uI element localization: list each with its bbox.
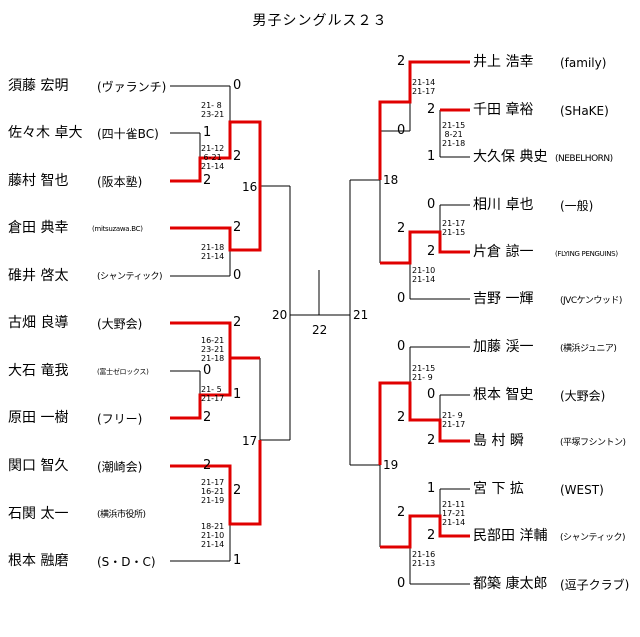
right-player-club: (FLYING PENGUINS) — [555, 250, 618, 258]
game-scores: 21- 8 23-21 — [201, 101, 225, 119]
match-number: 21 — [353, 308, 369, 322]
match-score: 0 — [397, 576, 406, 591]
right-player-name: 加藤 渓一 — [473, 339, 534, 355]
game-scores: 18-21 21-10 21-14 — [201, 522, 225, 549]
right-player-name: 都築 康太郎 — [473, 576, 548, 592]
match-score: 2 — [203, 173, 212, 188]
left-player-club: (S・D・C) — [97, 555, 156, 569]
match-score: 2 — [203, 410, 212, 425]
left-player-club: (大野会) — [97, 317, 143, 331]
right-player-club: (横浜ジュニア) — [560, 344, 617, 354]
match-score: 1 — [203, 125, 212, 140]
game-scores: 21- 9 21-17 — [442, 411, 466, 429]
left-player-club: (阪本塾) — [97, 175, 143, 189]
match-score: 2 — [427, 102, 436, 117]
right-player-club: (WEST) — [560, 483, 604, 497]
game-scores: 21-17 16-21 21-19 — [201, 478, 225, 505]
left-player-name: 碓井 啓太 — [8, 268, 69, 284]
right-player-club: (大野会) — [560, 389, 606, 403]
left-player-name: 古畑 良導 — [8, 315, 69, 331]
match-score: 2 — [397, 221, 406, 236]
match-score: 0 — [397, 123, 406, 138]
left-player-name: 原田 一樹 — [8, 410, 69, 426]
game-scores: 21-15 8-21 21-18 — [442, 121, 466, 148]
right-player-name: 千田 章裕 — [473, 102, 534, 118]
left-player-name: 根本 融磨 — [8, 553, 69, 569]
match-score: 0 — [203, 363, 212, 378]
right-player-name: 民部田 洋輔 — [473, 528, 548, 544]
game-scores: 21- 5 21-17 — [201, 385, 225, 403]
left-player-name: 石関 太一 — [8, 506, 69, 522]
bracket-title: 男子シングルス２３ — [252, 13, 388, 29]
right-player-name: 根本 智史 — [473, 387, 534, 403]
left-player-name: 大石 竜我 — [8, 363, 69, 379]
game-scores: 21-17 21-15 — [442, 219, 466, 237]
match-score: 2 — [233, 220, 242, 235]
match-number: 22 — [312, 323, 328, 337]
game-scores: 21-14 21-17 — [412, 78, 436, 96]
left-player-name: 藤村 智也 — [8, 173, 69, 189]
left-player-name: 関口 智久 — [8, 458, 69, 474]
right-player-name: 相川 卓也 — [473, 197, 534, 213]
match-score: 1 — [427, 481, 436, 496]
match-score: 1 — [233, 553, 242, 568]
left-player-name: 佐々木 卓大 — [8, 125, 83, 141]
right-player-club: (NEBELHORN) — [555, 154, 613, 164]
left-player-club: (四十雀BC) — [97, 127, 159, 141]
match-score: 0 — [427, 197, 436, 212]
right-player-club: (シャンティック) — [560, 533, 625, 543]
match-number: 16 — [242, 180, 258, 194]
match-score: 2 — [233, 149, 242, 164]
right-player-club: (family) — [560, 56, 607, 70]
match-score: 0 — [397, 291, 406, 306]
game-scores: 21-16 21-13 — [412, 550, 436, 568]
match-score: 2 — [397, 410, 406, 425]
left-player-club: (ヴァランチ) — [97, 80, 167, 94]
right-player-club: (JVCケンウッド) — [560, 296, 622, 306]
match-score: 1 — [427, 149, 436, 164]
match-number: 19 — [383, 458, 399, 472]
match-score: 2 — [427, 528, 436, 543]
game-scores: 21-12 6-21 21-14 — [201, 144, 225, 171]
match-score: 0 — [397, 339, 406, 354]
right-player-name: 宮 下 拡 — [473, 481, 524, 497]
left-player-club: (mitsuzawa.BC) — [92, 225, 143, 233]
right-player-name: 大久保 典史 — [473, 149, 548, 165]
left-player-name: 須藤 宏明 — [8, 78, 69, 94]
left-player-name: 倉田 典幸 — [8, 220, 69, 236]
game-scores: 16-21 23-21 21-18 — [201, 336, 225, 363]
left-player-club: (横浜市役所) — [97, 510, 146, 520]
game-scores: 21-10 21-14 — [412, 266, 436, 284]
right-player-name: 片倉 諒一 — [473, 244, 534, 260]
right-player-name: 井上 浩幸 — [473, 54, 534, 70]
match-score: 2 — [427, 433, 436, 448]
left-player-club: (富士ゼロックス) — [97, 368, 149, 376]
match-score: 0 — [233, 268, 242, 283]
right-player-club: (一般) — [560, 199, 594, 213]
left-player-club: (潮崎会) — [97, 460, 143, 474]
left-player-club: (フリー) — [97, 412, 143, 426]
match-score: 0 — [427, 387, 436, 402]
game-scores: 21-18 21-14 — [201, 243, 225, 261]
right-player-club: (逗子クラブ) — [560, 578, 630, 592]
left-player-club: (シャンティック) — [97, 272, 162, 282]
match-score: 0 — [233, 78, 242, 93]
match-score: 2 — [427, 244, 436, 259]
right-player-name: 島 村 瞬 — [473, 433, 524, 449]
right-player-club: (SHaKE) — [560, 104, 609, 118]
match-score: 2 — [397, 505, 406, 520]
match-number: 17 — [242, 434, 258, 448]
game-scores: 21-11 17-21 21-14 — [442, 500, 466, 527]
match-score: 2 — [233, 483, 242, 498]
match-score: 2 — [397, 54, 406, 69]
match-score: 1 — [233, 387, 242, 402]
right-player-name: 吉野 一輝 — [473, 291, 534, 307]
match-number: 20 — [272, 308, 288, 322]
right-player-club: (平塚フシントン) — [560, 438, 626, 448]
match-score: 2 — [233, 315, 242, 330]
match-number: 18 — [383, 173, 399, 187]
game-scores: 21-15 21- 9 — [412, 364, 436, 382]
match-score: 2 — [203, 458, 212, 473]
